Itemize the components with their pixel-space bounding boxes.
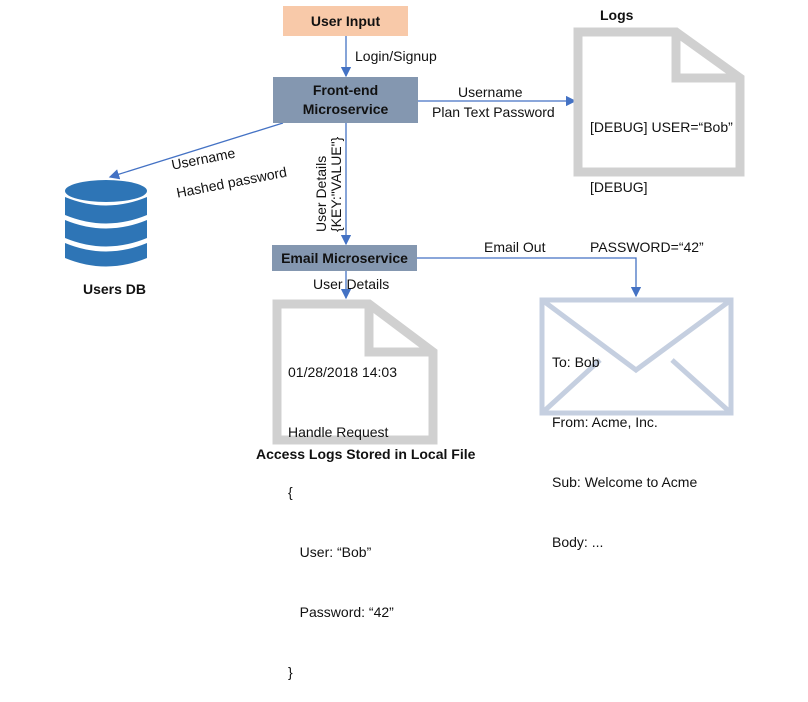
edge-label-plain-text-password: Plan Text Password [432,104,555,120]
frontend-label-line2: Microservice [302,101,389,117]
access-log-line: } [288,664,293,680]
access-logs-label: Access Logs Stored in Local File [256,446,476,462]
logs-line: [DEBUG] USER=“Bob” [590,119,733,135]
user-input-label: User Input [310,13,381,29]
logs-line: [DEBUG] [590,179,648,195]
email-envelope-icon [539,297,734,416]
logs-line: PASSWORD=“42” [590,239,704,255]
email-microservice-node: Email Microservice [272,245,417,271]
email-body-line: Body: ... [552,534,604,550]
access-log-line: { [288,484,293,500]
edge-label-username: Username [458,84,523,100]
user-input-node: User Input [283,6,408,36]
access-log-line: Password: “42” [288,604,394,620]
access-log-line: 01/28/2018 14:03 [288,364,397,380]
edge-label-access-user-details: User Details [313,276,390,292]
email-subject-line: Sub: Welcome to Acme [552,474,698,490]
database-icon [65,180,147,267]
frontend-label-line1: Front-end [312,82,379,98]
email-to-line: To: Bob [552,354,600,370]
access-log-line: Handle Request [288,424,389,440]
email-from-line: From: Acme, Inc. [552,414,658,430]
access-log-document-icon [272,299,438,445]
logs-document-icon [573,27,745,177]
email-content: To: Bob From: Acme, Inc. Sub: Welcome to… [552,312,697,572]
edge-label-key-value: {KEY:"VALUE"} [328,136,344,232]
frontend-microservice-node: Front-end Microservice [273,77,418,123]
users-db-label: Users DB [83,281,147,297]
diagram-canvas [65,27,745,445]
logs-document-content: [DEBUG] USER=“Bob” [DEBUG] PASSWORD=“42” [590,77,733,277]
logs-title: Logs [600,7,634,23]
edge-label-user-details-vertical: User Details {KEY:"VALUE"} [313,136,344,232]
edge-label-user-details-text: User Details [313,155,329,232]
email-microservice-label: Email Microservice [281,250,408,266]
edge-label-email-out: Email Out [484,239,546,255]
arrow-email-out [417,257,642,298]
arrow-frontend-db [108,122,284,180]
edge-label-login-signup: Login/Signup [355,48,437,64]
access-log-content: 01/28/2018 14:03 Handle Request { User: … [288,322,397,702]
access-log-line: User: “Bob” [288,544,372,560]
